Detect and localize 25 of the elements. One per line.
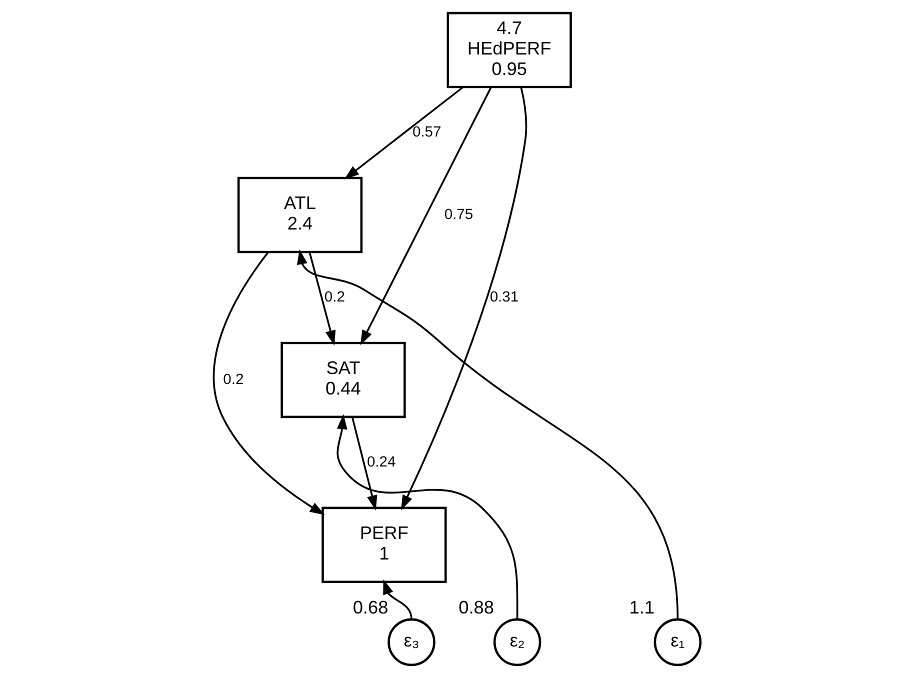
edge-label: 0.2: [222, 372, 244, 388]
node-label: 0.68: [352, 598, 388, 618]
node-circle: ε₁: [653, 618, 702, 666]
edge-label: 0.57: [412, 124, 441, 140]
arrow: [336, 414, 518, 620]
arrow: [308, 252, 336, 346]
arrow: [400, 86, 527, 510]
node-box: 4.7 HEdPERF 0.95: [446, 12, 572, 88]
node-circle: ε₃: [387, 618, 435, 666]
node-label: 1.1: [628, 598, 654, 618]
edge-label: 0.75: [444, 206, 473, 223]
arrow: [382, 579, 412, 620]
node-box: SAT 0.44: [280, 342, 406, 418]
node-box: PERF 1: [321, 506, 446, 584]
arrow: [350, 416, 377, 510]
node-circle: ε₂: [492, 618, 541, 666]
arrow: [360, 86, 492, 346]
edge-label: 0.24: [366, 454, 396, 470]
node-label: 0.88: [458, 598, 494, 618]
edge-label: 0.31: [489, 289, 518, 306]
arrow: [212, 252, 324, 516]
edge-label: 0.2: [324, 289, 344, 306]
arrow: [344, 86, 463, 180]
node-box: ATL 2.4: [236, 176, 362, 254]
arrow: [296, 249, 678, 620]
